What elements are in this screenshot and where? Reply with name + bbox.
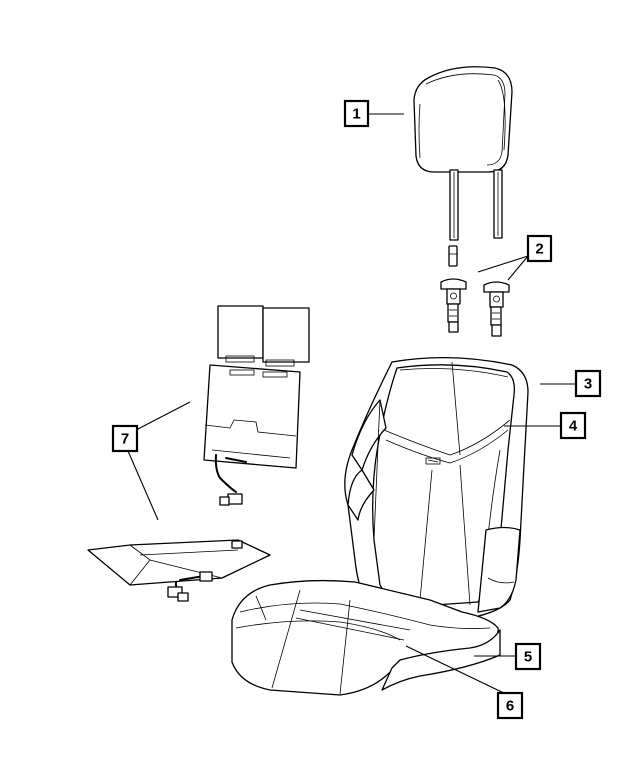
callout-3-label: 3 xyxy=(584,376,592,393)
callout-1: 1 xyxy=(343,99,370,128)
seat-heater-kit xyxy=(87,305,310,602)
leader-lines xyxy=(127,113,576,697)
leader-7a xyxy=(135,401,191,431)
callout-7: 7 xyxy=(111,424,139,453)
callout-2: 2 xyxy=(526,234,553,263)
leader-2b xyxy=(507,255,529,281)
callout-6-label: 6 xyxy=(506,698,514,715)
leader-2a xyxy=(477,255,529,273)
guide-left xyxy=(440,278,467,333)
callout-7-label: 7 xyxy=(121,431,129,448)
callout-5: 5 xyxy=(514,642,542,671)
callout-4: 4 xyxy=(559,411,587,440)
callout-5-label: 5 xyxy=(524,649,532,666)
headrest xyxy=(413,66,513,267)
callout-2-label: 2 xyxy=(535,241,543,258)
callout-4-label: 4 xyxy=(569,418,578,435)
leader-6 xyxy=(405,645,511,697)
callout-1-label: 1 xyxy=(352,106,360,123)
seat-assembly xyxy=(231,357,529,696)
headrest-guides xyxy=(440,278,510,337)
callout-3: 3 xyxy=(574,369,602,398)
guide-right xyxy=(483,281,510,337)
leader-7b xyxy=(127,450,159,521)
callout-6: 6 xyxy=(496,691,524,720)
